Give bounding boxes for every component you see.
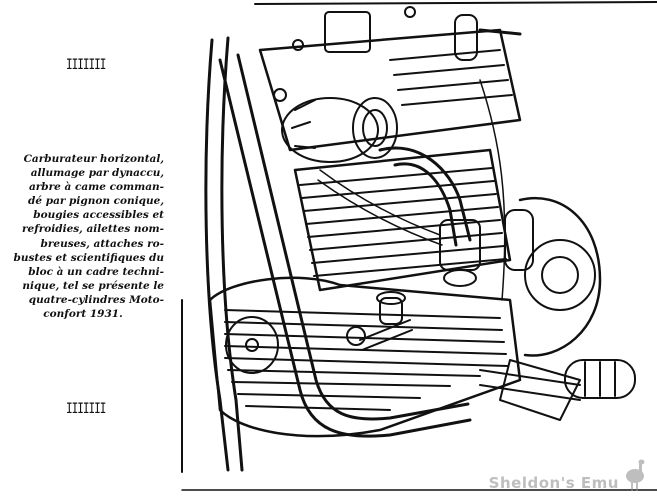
caption-line: bougies accessibles et	[33, 209, 164, 222]
caption-line: dé par pignon conique,	[28, 195, 164, 208]
caption-line: arbre à came comman-	[28, 181, 164, 194]
watermark-text: Sheldon's Emu	[488, 474, 619, 492]
caption-line: breuses, attaches ro-	[40, 237, 164, 250]
column-marker-top: IIIIIII	[66, 56, 106, 73]
watermark: Sheldon's Emu	[489, 458, 647, 492]
emu-icon	[626, 459, 645, 491]
caption-line: bustes et scientifiques du	[13, 251, 164, 264]
caption-line: nique, tel se présente le	[22, 279, 164, 292]
caption-line: refroidies, ailettes nom-	[21, 223, 164, 236]
caption-line: allumage par dynaccu,	[30, 167, 164, 180]
column-marker-bottom: IIIIIII	[66, 400, 106, 417]
caption-line: quatre-cylindres Moto-	[28, 293, 164, 306]
figure-caption: Carburateur horizontal, allumage par dyn…	[2, 152, 164, 321]
caption-line: Carburateur horizontal,	[23, 153, 164, 165]
caption-line: bloc à un cadre techni-	[28, 265, 164, 278]
engine-drawing-icon	[181, 1, 657, 491]
caption-line: confort 1931.	[43, 308, 123, 321]
